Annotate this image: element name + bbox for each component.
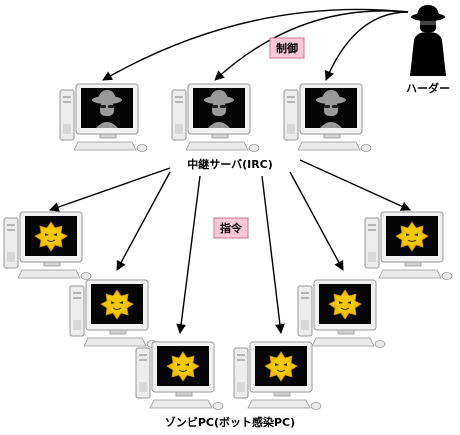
control-arrow-2 [214,10,409,81]
bot-monitor-icon [166,351,200,382]
bot-monitor-icon [395,221,429,252]
command-arrow-6 [299,159,411,211]
relay-server-1 [59,83,148,152]
control-arrow-1 [102,8,409,81]
herder-icon [410,5,446,76]
zombie-pc-4 [233,341,322,410]
bot-monitor-icon [34,221,68,252]
zombie-pc-6 [364,211,453,280]
relay-server-2 [171,83,260,152]
control-tag-label: 制御 [276,41,298,55]
command-arrow-3 [176,175,201,334]
zombie-pc-3 [135,341,224,410]
command-tag-label: 指令 [220,221,243,235]
zombie-pc-1 [3,211,92,280]
relay-label: 中継サーバ(IRC) [187,157,273,171]
control-arrow-3 [324,11,409,81]
control-tag: 制御 [269,37,305,59]
command-arrows [49,159,411,334]
bot-monitor-icon [100,289,134,320]
herder-label: ハーダー [406,81,450,95]
command-tag: 指令 [213,217,249,239]
bot-monitor-icon [328,289,362,320]
zombie-label: ゾンビPC(ボット感染PC) [165,415,295,429]
command-arrow-4 [261,175,285,334]
command-arrow-1 [49,167,171,212]
command-arrow-5 [289,171,344,271]
control-arrows [102,8,409,81]
bot-monitor-icon [264,351,298,382]
command-arrow-2 [116,171,171,271]
zombie-pc-2 [69,279,158,348]
relay-server-3 [283,83,372,152]
zombie-pc-5 [297,279,386,348]
